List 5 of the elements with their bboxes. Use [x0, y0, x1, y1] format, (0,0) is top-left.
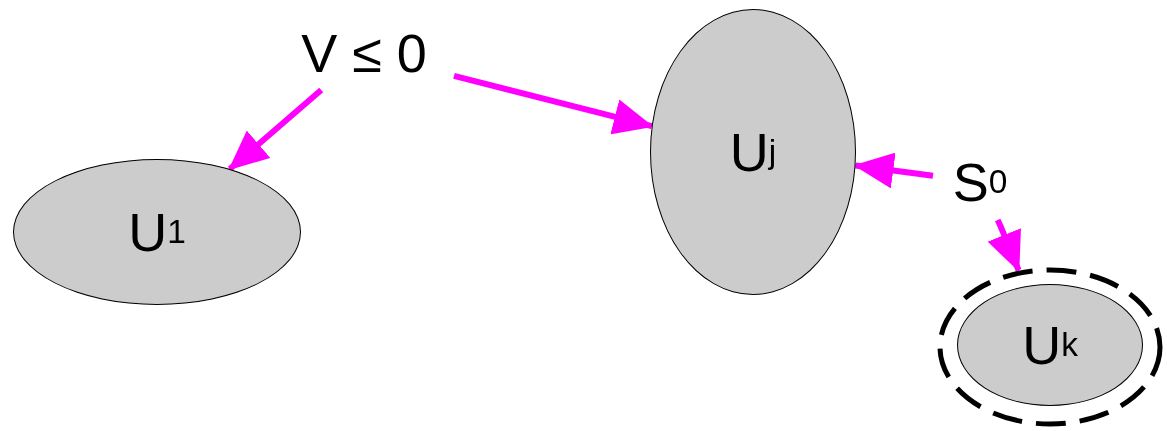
- arrow: [227, 87, 324, 172]
- arrow: [453, 73, 654, 135]
- dashed-ellipse: [937, 267, 1163, 427]
- formula-label: V ≤ 0: [284, 22, 444, 84]
- arrow: [987, 218, 1022, 272]
